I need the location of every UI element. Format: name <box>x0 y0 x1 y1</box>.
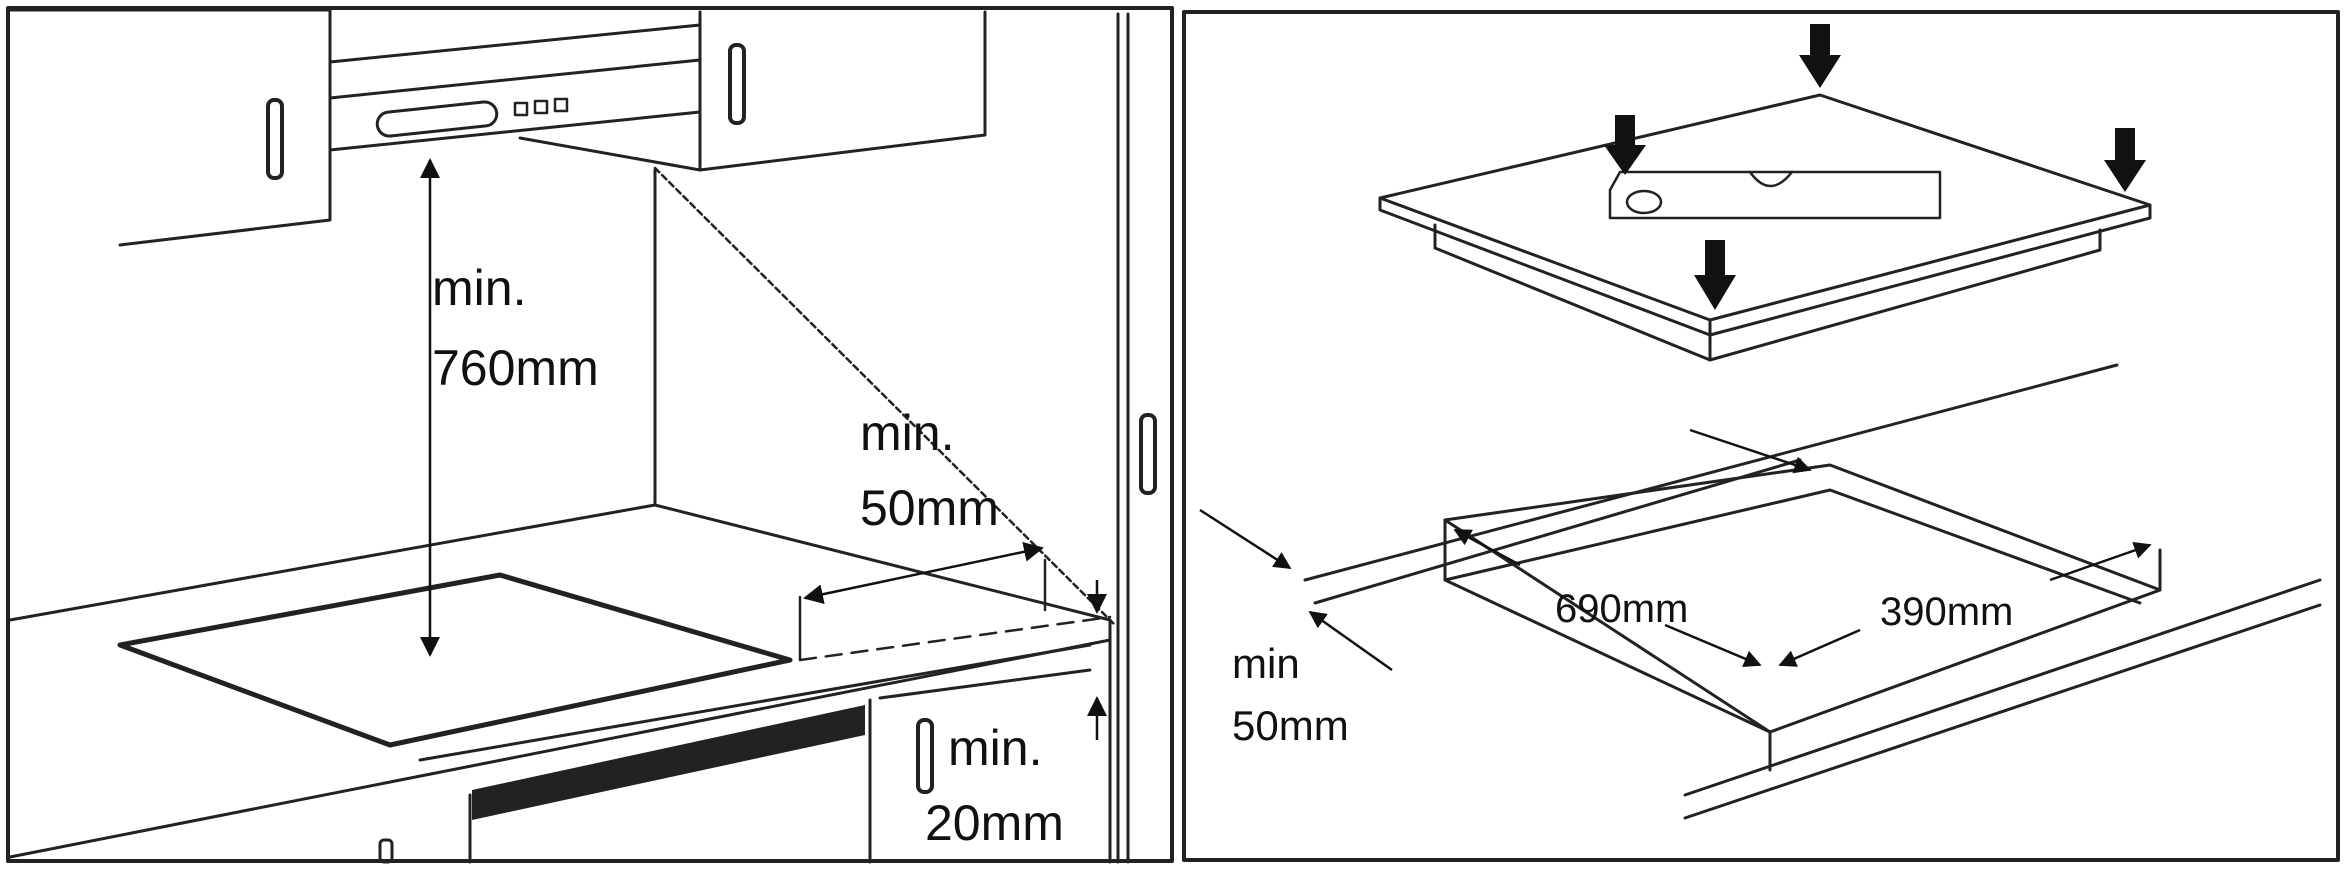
side-clearance-label-line2: 50mm <box>860 480 999 536</box>
cutout-dimension-diagram: 690mm 390mm min 50mm <box>1180 0 2344 869</box>
tall-cabinet <box>1116 12 1157 864</box>
dim-arrow-50 <box>803 541 1044 605</box>
cutout-width-label: 390mm <box>1880 590 2013 634</box>
min50-arrow-in <box>1199 508 1292 570</box>
upper-cabinet-right <box>698 10 987 172</box>
hob-slab <box>1378 93 2152 362</box>
spirit-level <box>1608 170 1942 220</box>
390-arrow-in <box>1664 623 1762 667</box>
base-cabinet <box>378 643 1092 864</box>
min50-arrow-out <box>1308 610 1393 672</box>
worktop-front-edge <box>1683 578 2322 797</box>
cutout-length-label: 690mm <box>1555 587 1688 631</box>
cutout <box>1443 463 2162 772</box>
690-arrow-out <box>1453 528 1521 567</box>
oven-vent <box>472 705 865 820</box>
sightline <box>653 166 1117 627</box>
press-arrow <box>2104 128 2146 192</box>
hood-clearance-label-line1: min. <box>432 260 526 316</box>
hob-cutout-drawing: 690mm 390mm min 50mm <box>1182 10 2340 862</box>
390-arrow-right <box>2049 541 2152 582</box>
upper-cabinet-left <box>6 8 332 247</box>
worktop-edge <box>1313 458 1802 605</box>
installation-clearance-diagram: min. 760mm min. 50mm min. 20mm <box>6 6 1174 864</box>
kitchen-clearance-drawing: min. 760mm min. 50mm min. 20mm <box>6 6 1174 864</box>
press-arrow <box>1604 115 1646 175</box>
below-clearance-label-line2: 20mm <box>925 795 1064 851</box>
hood-clearance-label-line2: 760mm <box>432 340 599 396</box>
side-clearance-label-line1: min. <box>860 405 954 461</box>
front-clearance-label-line1: min <box>1232 640 1300 687</box>
range-hood <box>328 23 702 172</box>
cabinet-handle <box>1139 413 1157 495</box>
right-frame <box>1182 10 2340 862</box>
press-arrow <box>1799 24 1841 88</box>
690-arrow-in <box>1689 428 1812 474</box>
front-clearance-label-line2: 50mm <box>1232 702 1349 749</box>
cabinet-handle <box>916 718 934 794</box>
390-arrow-out <box>1778 628 1861 667</box>
below-clearance-label-line1: min. <box>948 720 1042 776</box>
hob <box>117 572 793 748</box>
cabinet-handle <box>266 98 284 180</box>
cabinet-handle <box>728 43 746 125</box>
press-arrow <box>1694 240 1736 310</box>
left-frame <box>6 6 1174 863</box>
worktop-back-edge <box>1303 363 2119 582</box>
